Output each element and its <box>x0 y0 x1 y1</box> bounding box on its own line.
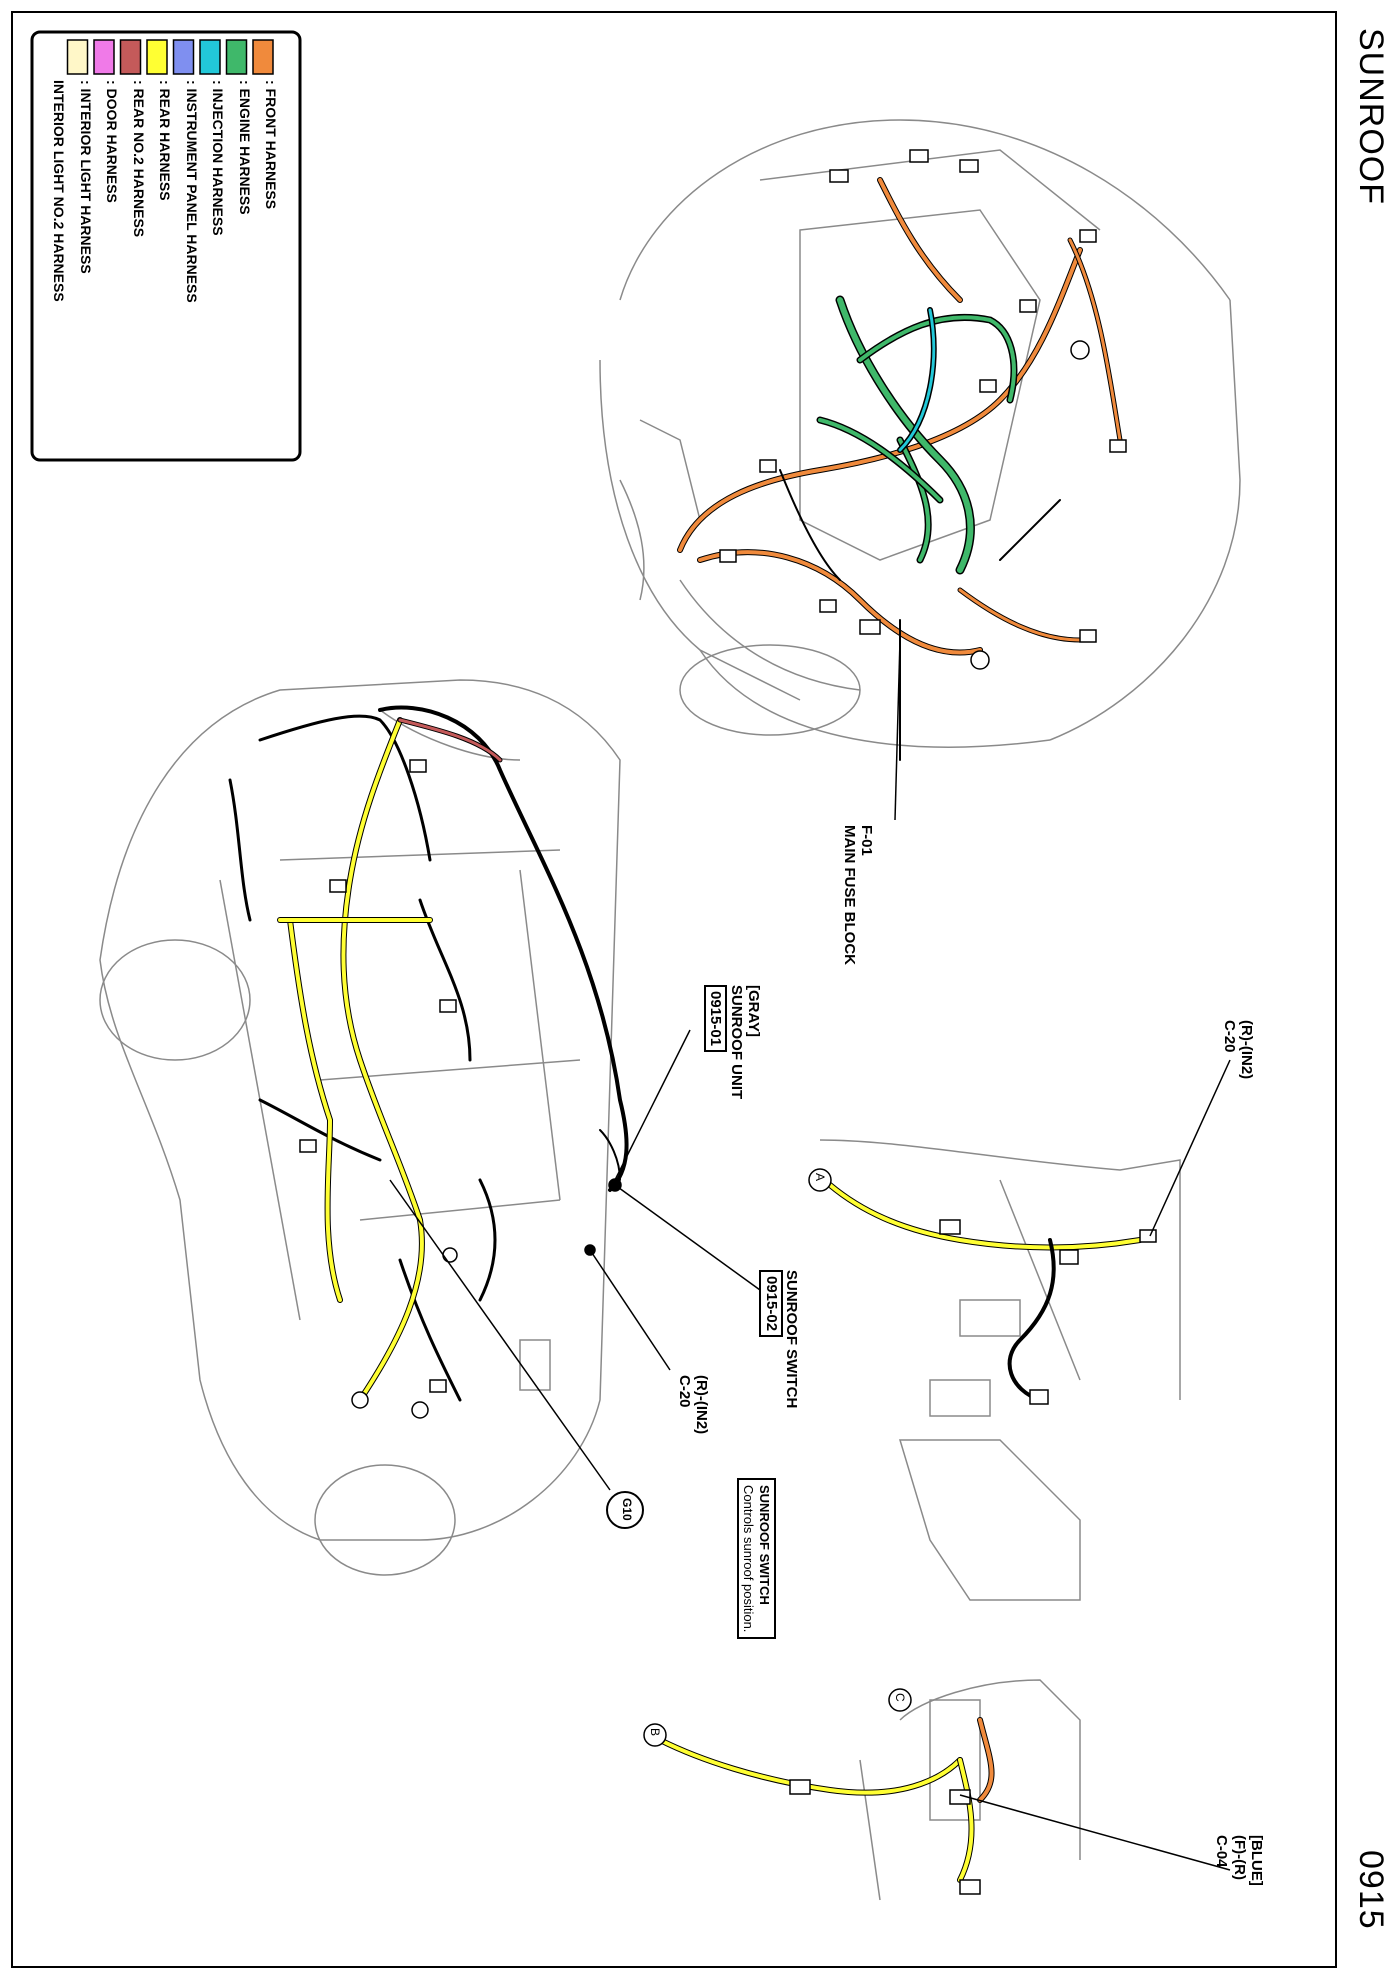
marker-b: B <box>648 1728 662 1737</box>
c04-line1: [BLUE] <box>1248 1835 1265 1886</box>
callout-sunroof-unit: [GRAY] SUNROOF UNIT 0915-01 <box>704 985 762 1099</box>
legend-swatch <box>146 39 168 75</box>
vehicle-harness-wires <box>228 705 629 1403</box>
sunroof-switch-name: SUNROOF SWITCH <box>783 1270 800 1409</box>
callout-c20-mid: (R)-(IN2) C-20 <box>675 1375 710 1435</box>
sunroof-unit-name: SUNROOF UNIT <box>727 985 745 1100</box>
legend-item-label: : INTERIOR LIGHT HARNESS <box>77 80 94 274</box>
marker-a: A <box>813 1173 827 1182</box>
interior-leaders <box>959 1059 1231 1871</box>
legend-item-label: : INJECTION HARNESS <box>210 80 226 236</box>
legend-swatch <box>199 39 221 75</box>
legend-item-label: INTERIOR LIGHT NO.2 HARNESS <box>51 80 67 302</box>
fuse-block-leader <box>894 639 901 821</box>
interior-wires <box>657 1182 1143 1883</box>
callout-c20-top: (R)-(IN2) C-20 <box>1220 1020 1255 1080</box>
callout-c04: [BLUE] (F)-(R) C-04 <box>1213 1835 1266 1886</box>
engine-harness-wires <box>677 177 1123 761</box>
page-title: SUNROOF <box>1352 28 1390 205</box>
legend-item-label: : INSTRUMENT PANEL HARNESS <box>183 80 200 303</box>
main-fuse-code: F-01 <box>858 825 875 856</box>
legend-item-label: : ENGINE HARNESS <box>236 80 253 215</box>
c04-line2: (F)-(R) <box>1230 1835 1248 1880</box>
legend-swatch <box>119 39 142 75</box>
legend-item-label: : DOOR HARNESS <box>104 80 120 203</box>
callout-main-fuse-block: F-01 MAIN FUSE BLOCK <box>840 825 875 965</box>
legend-swatch <box>225 39 248 75</box>
vehicle-connectors <box>299 759 622 1419</box>
engine-bay-illustration <box>599 119 1241 748</box>
legend-swatch <box>172 39 195 75</box>
legend-swatch <box>93 39 115 75</box>
legend-item-label: : REAR NO.2 HARNESS <box>130 80 147 238</box>
callout-sunroof-switch: SUNROOF SWITCH 0915-02 <box>759 1270 800 1409</box>
legend-swatch <box>66 39 89 75</box>
page-frame <box>11 11 1337 1968</box>
vehicle-leaders <box>389 1029 761 1491</box>
legend-swatches <box>66 39 274 75</box>
sunroof-unit-code: 0915-01 <box>704 985 728 1053</box>
sunroof-unit-color: [GRAY] <box>745 985 762 1037</box>
page-number: 0915 <box>1352 1850 1390 1930</box>
legend-item-label: : FRONT HARNESS <box>263 80 279 210</box>
main-fuse-name: MAIN FUSE BLOCK <box>840 825 858 965</box>
sunroof-switch-code: 0915-02 <box>759 1270 783 1338</box>
interior-connectors <box>789 1219 1157 1895</box>
engine-connectors <box>719 149 1127 670</box>
c20-mid-line1: (R)-(IN2) <box>693 1375 710 1435</box>
interior-illustration <box>819 1139 1181 1901</box>
ground-g10-circle <box>606 1491 644 1529</box>
location-markers <box>643 1168 912 1747</box>
ground-g10-label: G10 <box>620 1498 634 1521</box>
marker-c: C <box>893 1693 907 1702</box>
c04-line3: C-04 <box>1213 1835 1231 1868</box>
note-title: SUNROOF SWITCH <box>757 1485 772 1605</box>
note-text: Controls sunroof position. <box>741 1485 757 1633</box>
sunroof-switch-note: SUNROOF SWITCH Controls sunroof position… <box>736 1478 776 1640</box>
vehicle-body-illustration <box>99 679 621 1576</box>
c20-top-line1: (R)-(IN2) <box>1238 1020 1255 1080</box>
legend-box <box>30 30 302 462</box>
c20-top-line2: C-20 <box>1220 1020 1238 1053</box>
legend-item-label: : REAR HARNESS <box>157 80 173 201</box>
legend-swatch <box>252 39 274 75</box>
c20-mid-line2: C-20 <box>675 1375 693 1408</box>
